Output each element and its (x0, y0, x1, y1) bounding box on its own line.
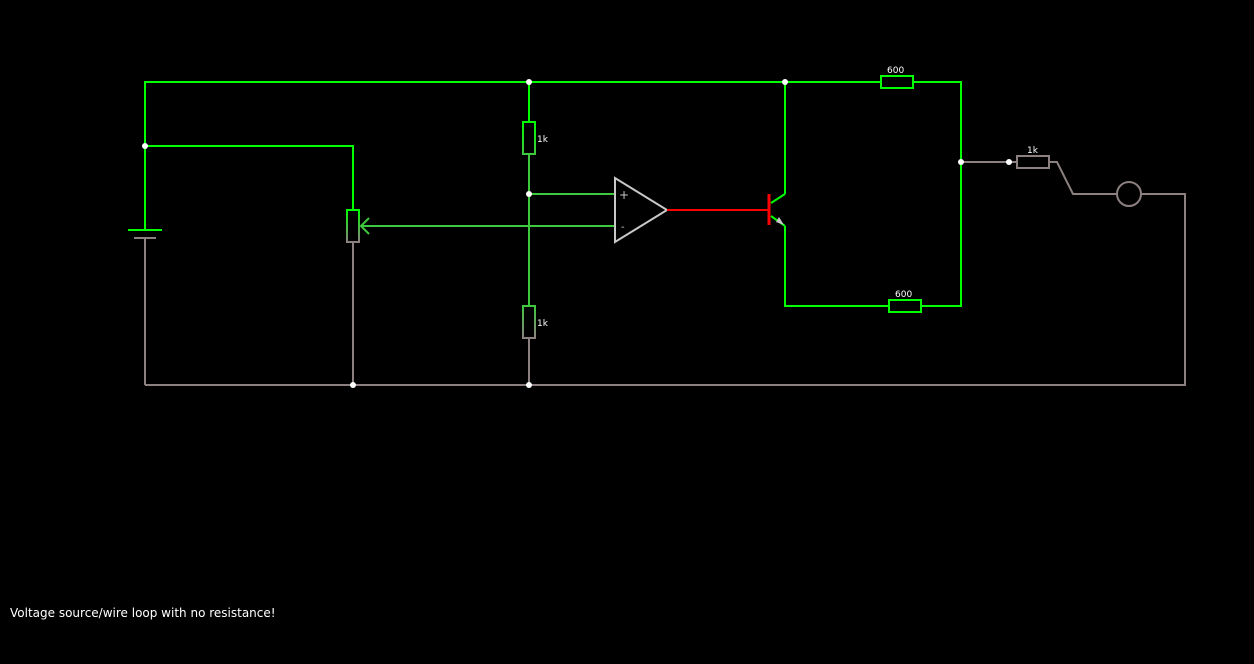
opamp-plus: + (619, 188, 629, 202)
label-r-bottom: 1k (537, 319, 549, 329)
lamp-icon[interactable] (1116, 181, 1142, 207)
resistor-collector[interactable] (880, 75, 914, 89)
load-branch[interactable] (145, 155, 1186, 386)
voltage-divider[interactable] (522, 82, 615, 385)
resistor-emitter[interactable] (888, 299, 922, 313)
label-r-load: 1k (1027, 146, 1039, 156)
label-r-collector: 600 (887, 66, 904, 76)
label-r-emitter: 600 (895, 290, 912, 300)
resistor-top-divider[interactable] (522, 121, 536, 155)
status-message: Voltage source/wire loop with no resista… (10, 606, 276, 620)
label-r-top: 1k (537, 135, 549, 145)
junction-nodes (142, 79, 1012, 388)
emitter-arrow-icon (776, 217, 784, 225)
potentiometer[interactable] (145, 145, 615, 385)
battery[interactable] (128, 229, 162, 385)
opamp[interactable]: + - (614, 176, 669, 244)
npn-transistor[interactable] (767, 193, 786, 227)
opamp-minus: - (621, 222, 625, 233)
resistor-load[interactable] (1016, 155, 1050, 169)
resistor-bottom-divider[interactable] (522, 305, 536, 339)
